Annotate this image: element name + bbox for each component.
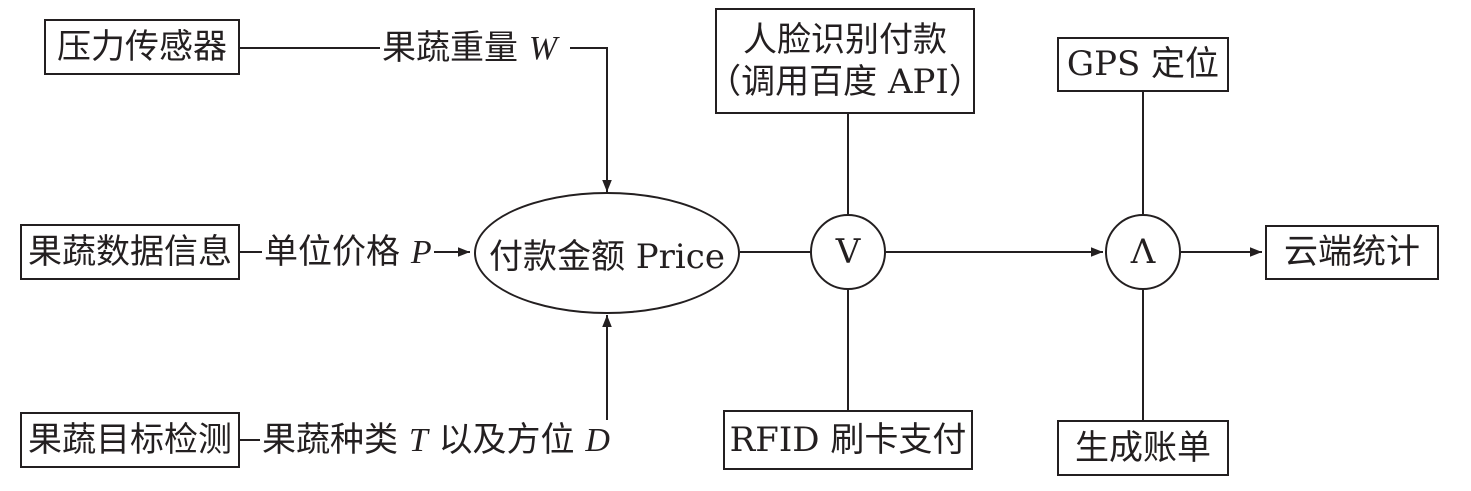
price-variable: P	[410, 234, 432, 271]
price-label: 单位价格 P	[262, 232, 434, 273]
type-variable: T	[408, 422, 428, 459]
price-text: 单位价格	[264, 232, 411, 272]
face-pay-line2: （调用百度 API）	[707, 62, 983, 102]
produce-data-box: 果蔬数据信息	[20, 224, 240, 280]
position-variable: D	[585, 422, 610, 459]
weight-variable: W	[528, 30, 558, 67]
gps-box: GPS 定位	[1057, 37, 1229, 92]
weight-text: 果蔬重量	[382, 28, 529, 68]
and-gate-symbol: Λ	[1130, 232, 1156, 272]
face-pay-line1: 人脸识别付款	[743, 19, 947, 60]
gps-label: GPS 定位	[1066, 44, 1220, 85]
face-pay-box: 人脸识别付款 （调用百度 API）	[707, 8, 983, 114]
produce-detection-label: 果蔬目标检测	[28, 419, 232, 460]
and-gate: Λ	[1105, 214, 1181, 290]
pressure-sensor-label: 压力传感器	[57, 26, 227, 67]
rfid-pay-box: RFID 刷卡支付	[723, 410, 973, 470]
weight-arrow	[570, 47, 612, 192]
produce-detection-box: 果蔬目标检测	[20, 412, 240, 468]
weight-label: 果蔬重量 W	[380, 28, 560, 69]
cloud-stats-box: 云端统计	[1265, 225, 1439, 280]
or-gate: V	[810, 214, 886, 290]
cloud-stats-label: 云端统计	[1284, 232, 1420, 273]
rfid-pay-label: RFID 刷卡支付	[729, 419, 967, 460]
produce-data-label: 果蔬数据信息	[28, 231, 232, 272]
payment-amount-ellipse: 付款金额 Price	[474, 192, 740, 314]
payment-amount-label: 付款金额 Price	[489, 236, 725, 277]
or-gate-symbol: V	[835, 232, 861, 272]
pressure-sensor-box: 压力传感器	[44, 19, 240, 75]
generate-bill-box: 生成账单	[1057, 420, 1229, 476]
generate-bill-label: 生成账单	[1075, 427, 1211, 468]
position-text: 以及方位	[427, 420, 586, 460]
type-position-label: 果蔬种类 T 以及方位 D	[260, 420, 612, 461]
type-text: 果蔬种类	[262, 420, 409, 460]
